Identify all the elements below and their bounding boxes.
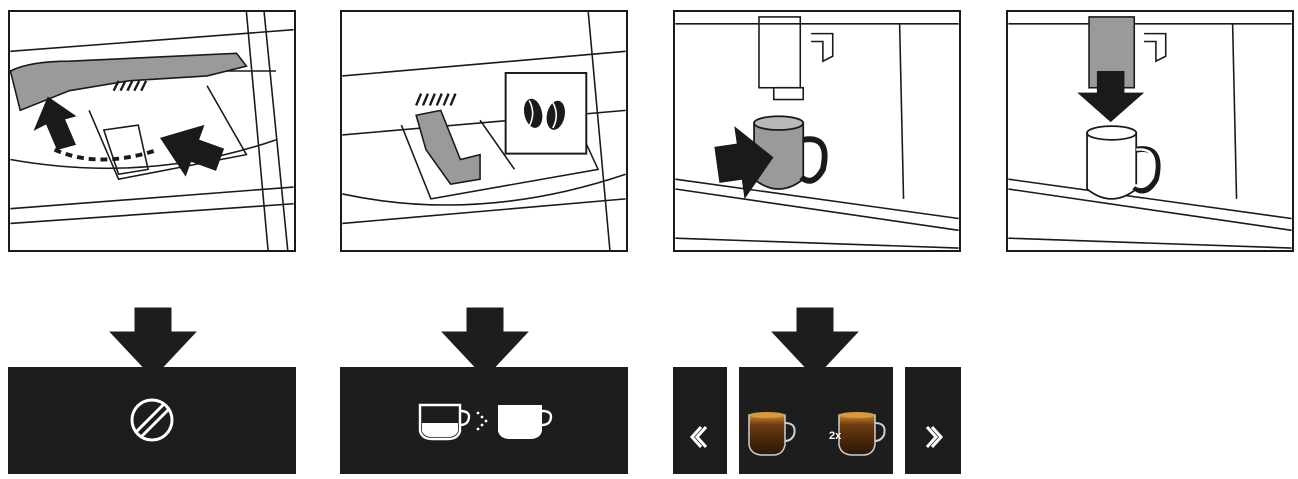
down-arrow-icon (108, 307, 198, 379)
illustration-step-3 (673, 10, 961, 252)
double-shot-badge: 2x (829, 430, 842, 442)
place-cup-drawing (675, 16, 959, 249)
dispense-coffee-drawing (1008, 16, 1292, 249)
add-beans-drawing (342, 12, 626, 250)
cup-size-select-icon[interactable] (340, 367, 628, 474)
large-cup-icon (498, 405, 553, 439)
carousel-next-button[interactable] (905, 367, 961, 474)
illustration-step-4 (1006, 10, 1294, 252)
carousel-prev-button[interactable] (673, 367, 727, 474)
display-step-3: 2x (739, 367, 893, 474)
down-arrow-icon (440, 307, 530, 379)
small-cup-icon (418, 403, 471, 441)
espresso-cups-icon (748, 412, 886, 456)
espresso-cup-double-icon[interactable] (838, 412, 886, 456)
ground-coffee-icon[interactable] (8, 367, 296, 474)
illustration-step-1 (8, 10, 296, 252)
down-arrow-icon (770, 307, 860, 379)
display-step-1 (8, 367, 296, 474)
espresso-cup-single-icon[interactable] (748, 412, 796, 456)
display-step-2 (340, 367, 628, 474)
coffee-cup-white (1086, 125, 1161, 200)
coffee-beans-icon (523, 98, 565, 130)
open-lid-drawing (10, 12, 294, 250)
chevron-right-icon[interactable] (905, 367, 961, 474)
chevron-left-icon[interactable] (673, 367, 727, 474)
illustration-step-2 (340, 10, 628, 252)
